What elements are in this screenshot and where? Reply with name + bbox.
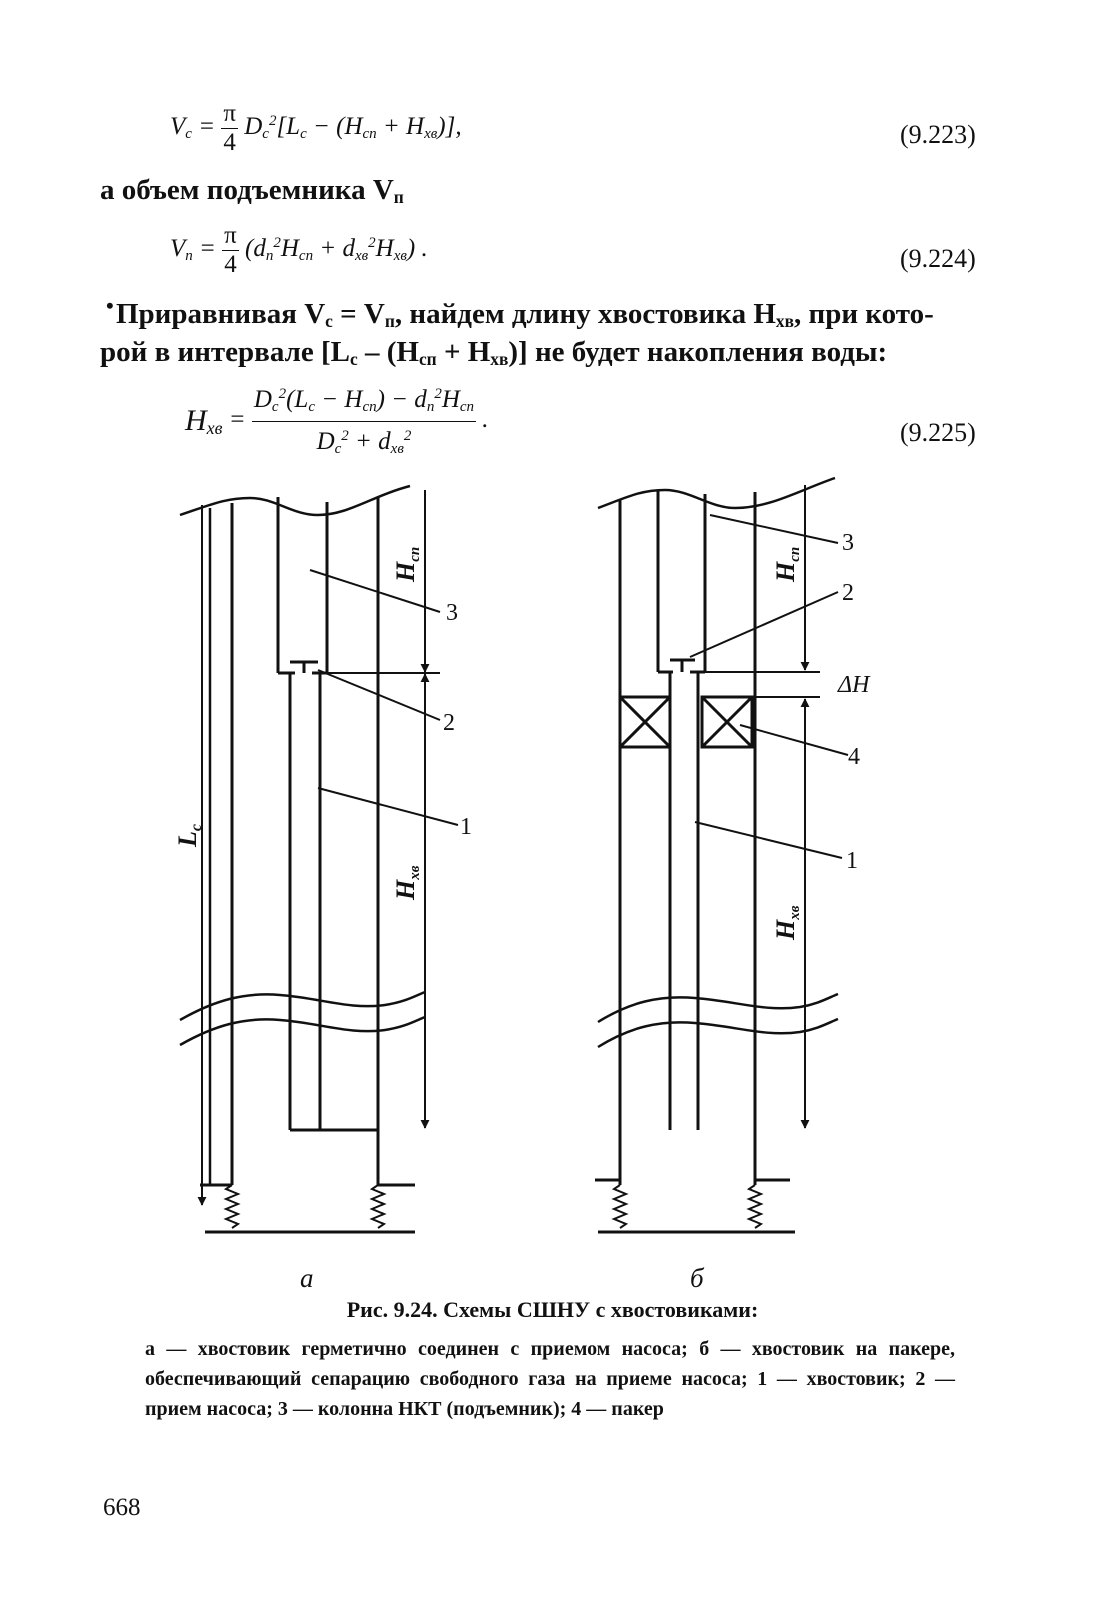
scheme-b-bottom-break-1: [597, 992, 839, 1024]
scheme-b: [595, 476, 849, 1234]
label-hsp-b: Hсп: [771, 547, 803, 583]
scheme-a-top-break: [179, 484, 411, 517]
scheme-b-bottom-break-2: [597, 1017, 839, 1049]
label-lc: Lс: [173, 824, 205, 848]
callout-b-1: 1: [846, 848, 858, 874]
packer-right: [700, 695, 754, 749]
scheme-a-bottom-break-1: [179, 990, 426, 1022]
equation-9-223-number: (9.223): [900, 120, 976, 149]
lifter-volume-sub: п: [393, 187, 404, 207]
lifter-volume-intro: а объем подъемника Vп: [100, 172, 404, 215]
label-scheme-a: а: [300, 1263, 314, 1293]
label-scheme-b: б: [690, 1263, 705, 1293]
label-hhv-b: Hхв: [771, 905, 803, 941]
scheme-a-bottom-break-2: [179, 1015, 426, 1047]
callout-b-3: 3: [842, 530, 854, 556]
callout-a-1: 1: [460, 814, 472, 840]
packer-left: [618, 695, 672, 749]
callout-b-2: 2: [842, 580, 854, 606]
figure-caption-title: Рис. 9.24. Схемы СШНУ с хвостовиками:: [346, 1297, 759, 1322]
page-number: 668: [103, 1494, 141, 1521]
label-delta-h: ΔH: [837, 672, 871, 698]
scheme-a: [179, 484, 459, 1234]
scheme-b-top-break: [597, 476, 836, 510]
paragraph-line-1: •Приравнивая Vс = Vп, найдем длину хвост…: [106, 293, 934, 339]
bullet-mark: •: [106, 293, 114, 318]
equation-9-225-number: (9.225): [900, 418, 976, 447]
lifter-volume-intro-text: а объем подъемника V: [100, 174, 394, 206]
callout-a-3: 3: [446, 600, 458, 626]
label-hhv-a: Hхв: [391, 865, 423, 901]
callout-b-4: 4: [848, 744, 860, 770]
callout-a-2: 2: [443, 710, 455, 736]
label-hsp-a: Hсп: [391, 547, 423, 583]
equation-9-224-number: (9.224): [900, 244, 976, 273]
figure-caption-legend: а — хвостовик герметично соединен с прие…: [145, 1338, 955, 1420]
paragraph-line-2: рой в интервале [Lс – (Hсп + Hхв)] не бу…: [100, 336, 888, 369]
